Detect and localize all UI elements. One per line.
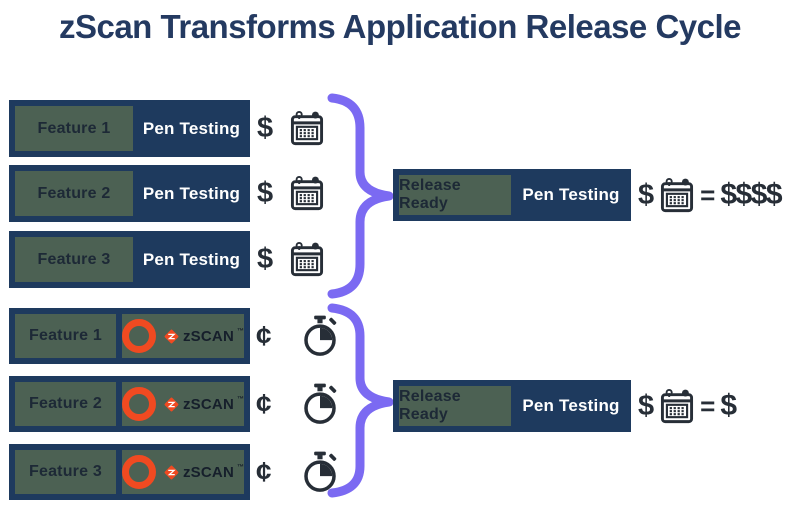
zscan-cell: zSCAN ™	[121, 314, 244, 358]
zscan-diamond-icon	[163, 464, 180, 481]
dollar-icon: $	[638, 389, 655, 422]
pen-testing-label: Pen Testing	[142, 249, 241, 269]
trademark-symbol: ™	[237, 395, 244, 403]
calendar-icon	[659, 388, 695, 425]
calendar-icon	[289, 175, 325, 212]
pen-testing-result-cost: $ = $$$$	[638, 169, 783, 221]
pen-testing-cell: Pen Testing	[517, 386, 625, 426]
trademark-symbol: ™	[237, 463, 244, 471]
feature-label: Feature 2	[37, 184, 111, 202]
zscan-cell: zSCAN ™	[121, 382, 244, 426]
equals-icon: =	[700, 179, 716, 210]
row-cost-time: $	[257, 231, 325, 288]
pen-testing-label: Pen Testing	[142, 183, 241, 203]
calendar-icon	[289, 110, 325, 147]
zscan-result-cost: $ = $	[638, 380, 737, 432]
total-cost-label: $$$$	[720, 178, 782, 211]
release-ready-label: Release Ready	[399, 177, 461, 212]
dollar-icon: $	[257, 112, 274, 144]
pen-testing-cell: Pen Testing	[139, 171, 244, 216]
pen-testing-label: Pen Testing	[522, 185, 620, 204]
row-cost-time: $	[257, 100, 325, 157]
pen-testing-row: Feature 2 Pen Testing	[9, 165, 250, 222]
pen-testing-result-box: Release Ready Pen Testing	[393, 169, 631, 221]
zscan-logo-text: zSCAN	[182, 463, 234, 481]
row-cost-time: $	[257, 165, 325, 222]
feature-cell: Feature 3	[15, 450, 116, 494]
stopwatch-icon	[300, 383, 340, 425]
release-ready-cell: Release Ready	[399, 175, 511, 215]
row-cost-time: ¢	[256, 444, 340, 500]
zscan-cell: zSCAN ™	[121, 450, 244, 494]
feature-cell: Feature 2	[15, 171, 133, 216]
feature-label: Feature 2	[29, 395, 102, 412]
total-cost-label: $	[720, 389, 737, 422]
zscan-row: Feature 2 zSCAN ™	[9, 376, 250, 432]
dollar-icon: $	[257, 243, 274, 275]
zscan-row: Feature 1 zSCAN ™	[9, 308, 250, 364]
zscan-logo: zSCAN ™	[163, 396, 244, 413]
zscan-result-box: Release Ready Pen Testing	[393, 380, 631, 432]
zscan-diamond-icon	[163, 396, 180, 413]
calendar-icon	[659, 177, 695, 214]
release-ready-label: Release Ready	[399, 388, 461, 423]
scan-progress-ring-icon	[121, 387, 156, 421]
pen-testing-cell: Pen Testing	[139, 106, 244, 151]
trademark-symbol: ™	[237, 327, 244, 335]
scan-progress-ring-icon	[121, 455, 156, 489]
release-ready-cell: Release Ready	[399, 386, 511, 426]
cent-icon: ¢	[256, 456, 272, 487]
pen-testing-label: Pen Testing	[142, 118, 241, 138]
feature-label: Feature 1	[37, 119, 111, 137]
pen-testing-cell: Pen Testing	[517, 175, 625, 215]
zscan-logo: zSCAN ™	[163, 464, 244, 481]
dollar-icon: $	[257, 177, 274, 209]
pen-testing-cell: Pen Testing	[139, 237, 244, 282]
curly-brace-bottom	[327, 303, 394, 498]
calendar-icon	[289, 241, 325, 278]
feature-cell: Feature 2	[15, 382, 116, 426]
stopwatch-icon	[300, 315, 340, 357]
zscan-row: Feature 3 zSCAN ™	[9, 444, 250, 500]
dollar-icon: $	[638, 178, 655, 211]
zscan-logo-text: zSCAN	[182, 395, 234, 413]
scan-progress-ring-icon	[121, 319, 156, 353]
cent-icon: ¢	[256, 320, 272, 351]
feature-label: Feature 3	[37, 250, 111, 268]
zscan-diamond-icon	[163, 328, 180, 345]
cent-icon: ¢	[256, 388, 272, 419]
page-title: zScan Transforms Application Release Cyc…	[58, 8, 742, 45]
zscan-logo: zSCAN ™	[163, 328, 244, 345]
pen-testing-label: Pen Testing	[522, 396, 620, 415]
feature-label: Feature 1	[29, 327, 102, 344]
pen-testing-row: Feature 3 Pen Testing	[9, 231, 250, 288]
equals-icon: =	[700, 390, 716, 421]
curly-brace-top	[327, 93, 394, 299]
stopwatch-icon	[300, 451, 340, 493]
feature-cell: Feature 3	[15, 237, 133, 282]
zscan-logo-text: zSCAN	[182, 327, 234, 345]
pen-testing-row: Feature 1 Pen Testing	[9, 100, 250, 157]
feature-cell: Feature 1	[15, 106, 133, 151]
feature-cell: Feature 1	[15, 314, 116, 358]
row-cost-time: ¢	[256, 308, 340, 364]
row-cost-time: ¢	[256, 376, 340, 432]
feature-label: Feature 3	[29, 463, 102, 480]
